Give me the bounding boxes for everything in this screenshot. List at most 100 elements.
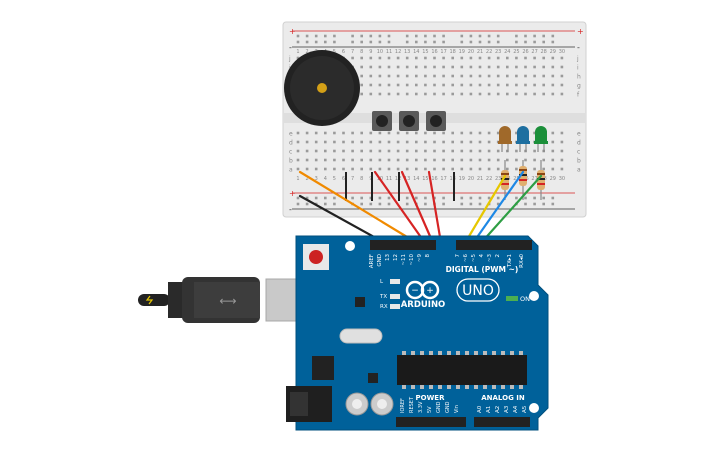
column-number: 22 — [486, 49, 492, 55]
column-number: 14 — [413, 176, 419, 182]
column-number: 15 — [422, 176, 428, 182]
push-button[interactable] — [399, 111, 419, 131]
breadboard-hole — [506, 56, 509, 60]
rail-hole — [424, 40, 427, 44]
breadboard-hole — [460, 74, 464, 78]
breadboard-hole — [333, 140, 336, 144]
breadboard-hole — [533, 83, 536, 87]
breadboard-hole — [405, 65, 409, 69]
digital-pin-label: TX▸1 — [507, 254, 513, 268]
digital-pin-label: 13 — [385, 254, 391, 261]
digital-pin-label: ~3 — [487, 254, 493, 263]
breadboard-hole — [496, 65, 500, 69]
breadboard-hole — [314, 167, 318, 171]
breadboard-hole — [424, 131, 427, 135]
rail-hole — [351, 196, 354, 200]
small-chip — [368, 373, 378, 383]
row-letter: b — [577, 158, 581, 165]
breadboard-hole — [415, 92, 418, 96]
breadboard-hole — [478, 74, 482, 78]
rail-hole — [378, 202, 382, 206]
reset-button[interactable] — [309, 250, 323, 264]
breadboard-hole — [515, 92, 518, 96]
push-button[interactable] — [426, 111, 446, 131]
breadboard-hole — [506, 92, 509, 96]
breadboard-hole — [451, 131, 454, 135]
breadboard-hole — [533, 74, 536, 78]
rail-hole — [442, 202, 445, 206]
breadboard-hole — [487, 74, 491, 78]
breadboard-hole — [524, 56, 527, 60]
power-pin-label: Vin — [454, 405, 460, 413]
breadboard-hole — [415, 140, 418, 144]
rail-hole — [478, 202, 482, 206]
breadboard-hole — [378, 167, 382, 171]
column-number: 5 — [333, 176, 336, 182]
breadboard-hole — [342, 140, 345, 144]
rail-hole — [551, 196, 555, 200]
breadboard-hole — [378, 65, 382, 69]
breadboard-hole — [424, 167, 427, 171]
rail-hole — [515, 40, 518, 44]
breadboard-hole — [469, 92, 473, 96]
breadboard-hole — [515, 83, 518, 87]
leds — [498, 126, 548, 152]
power-pin-label: GND — [445, 401, 451, 413]
column-number: 20 — [468, 49, 474, 55]
breadboard-hole — [487, 167, 491, 171]
chip-pin — [510, 351, 514, 355]
column-number: 3 — [315, 176, 318, 182]
power-pin-label: 3.3V — [418, 401, 424, 413]
rail-hole — [369, 40, 373, 44]
resistor — [501, 160, 509, 200]
breadboard-hole — [551, 74, 555, 78]
breadboard-hole — [351, 149, 354, 153]
voltage-regulator — [312, 356, 334, 380]
push-button[interactable] — [372, 111, 392, 131]
breadboard-hole — [560, 167, 564, 171]
breadboard-hole — [533, 65, 536, 69]
chip-pin — [438, 385, 442, 389]
breadboard-hole — [506, 167, 509, 171]
breadboard-hole — [506, 158, 509, 162]
breadboard-hole — [305, 140, 309, 144]
breadboard-hole — [560, 149, 564, 153]
rail-hole — [378, 34, 382, 38]
rail-hole — [515, 34, 518, 38]
chip-pin — [492, 385, 496, 389]
breadboard-hole — [560, 158, 564, 162]
breadboard-hole — [314, 149, 318, 153]
resistor — [519, 160, 527, 200]
chip-pin — [474, 385, 478, 389]
breadboard-hole — [460, 167, 464, 171]
rail-hole — [469, 202, 473, 206]
arduino-logo: − + ARDUINO — [401, 280, 445, 310]
breadboard-hole — [451, 140, 454, 144]
power-pin-label: IOREF — [400, 398, 406, 413]
rail-hole — [424, 196, 427, 200]
breadboard-hole — [296, 131, 300, 135]
rail-hole — [551, 40, 555, 44]
column-number: 29 — [550, 49, 556, 55]
breadboard-hole — [396, 167, 400, 171]
breadboard-hole — [405, 56, 409, 60]
breadboard-hole — [305, 158, 309, 162]
breadboard-hole — [433, 149, 436, 153]
analog-pin-label: A0 — [477, 405, 483, 413]
breadboard-hole — [360, 140, 363, 144]
breadboard-hole — [478, 140, 482, 144]
breadboard-hole — [460, 65, 464, 69]
breadboard-hole — [314, 140, 318, 144]
breadboard-hole — [360, 92, 363, 96]
rail-hole — [305, 34, 309, 38]
breadboard-hole — [469, 56, 473, 60]
breadboard-hole — [415, 74, 418, 78]
rail-hole — [415, 34, 418, 38]
wire-black — [298, 194, 387, 245]
breadboard-hole — [360, 83, 363, 87]
column-number: 2 — [306, 176, 309, 182]
breadboard-hole — [387, 140, 391, 144]
column-number: 23 — [495, 49, 501, 55]
column-number: 9 — [369, 176, 372, 182]
